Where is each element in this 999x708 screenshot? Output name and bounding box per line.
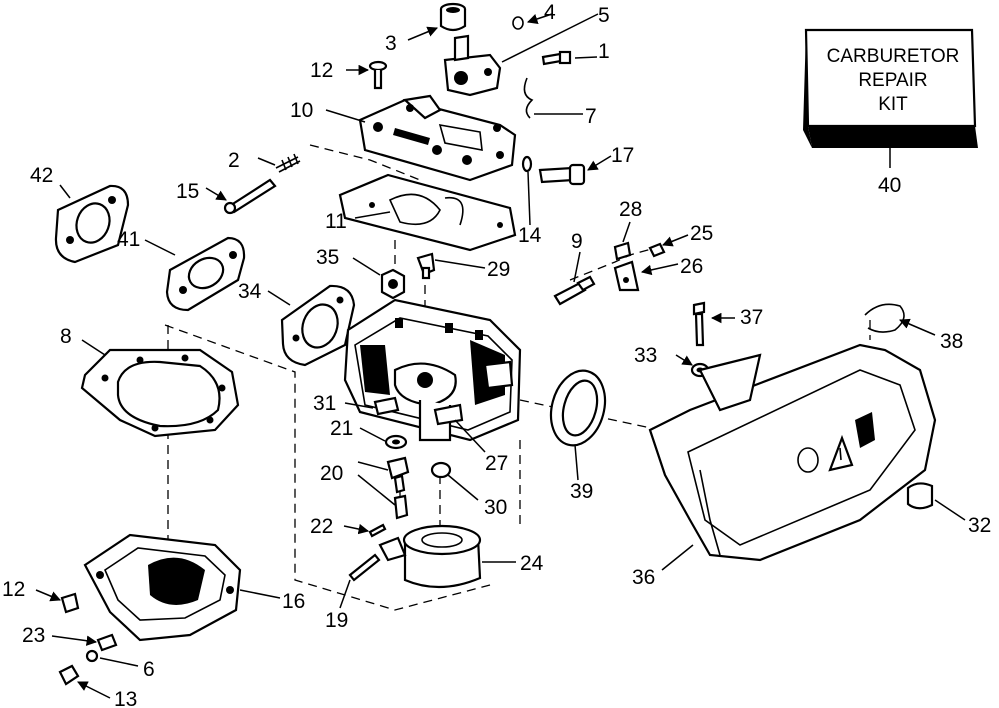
part-37-bolt [692,301,706,347]
callout-5: 5 [598,4,610,27]
part-39-seal [549,369,607,447]
callout-36: 36 [632,566,655,589]
part-15-needle [223,178,277,215]
part-42-gasket [54,184,130,264]
callout-35: 35 [316,246,339,269]
callout-22: 22 [310,515,333,538]
carburetor-body [343,298,522,442]
callout-20: 20 [320,462,343,485]
callout-27: 27 [485,452,508,475]
callout-1: 1 [598,40,610,63]
callout-4: 4 [544,1,556,24]
part-24-float [378,524,482,589]
callout-2: 2 [228,149,240,172]
part-22-pin [368,523,387,538]
callout-40: 40 [878,174,901,197]
callout-37: 37 [740,306,763,329]
repair-kit-box: CARBURETOR REPAIR KIT [803,28,978,168]
kit-title-line2: REPAIR [858,70,927,91]
part-26-bracket [613,260,640,292]
part-20-jet [386,456,410,520]
callout-8: 8 [60,325,72,348]
kit-title-line1: CARBURETOR [827,46,960,67]
part-30-o-ring [430,461,452,479]
part-2-spring [275,153,301,173]
callout-15: 15 [176,180,199,203]
part-4-o-ring [512,16,524,30]
part-23-plug [96,633,118,652]
callout-42: 42 [30,164,53,187]
callout-28: 28 [619,198,642,221]
callout-10: 10 [290,99,313,122]
callout-30: 30 [484,496,507,519]
callout-9: 9 [571,230,583,253]
callout-32: 32 [968,514,991,537]
callout-31: 31 [313,392,336,415]
callout-21: 21 [330,417,353,440]
part-35-nut [380,268,406,300]
callout-11: 11 [325,210,347,233]
part-8-gasket [80,348,240,438]
part-34-gasket [280,284,356,367]
callout-7: 7 [585,105,597,128]
callout-17: 17 [611,144,634,167]
callout-12-top: 12 [310,59,333,82]
part-17-screw [538,163,586,186]
callout-14: 14 [518,224,542,247]
part-1-screw [541,50,572,66]
part-11-gasket [338,173,517,252]
callout-34: 34 [238,280,262,303]
part-16-float-bowl [83,533,242,642]
part-25-plug [648,242,666,258]
part-7-spring-clip [523,77,534,119]
callout-41: 41 [117,228,140,251]
leader-lines [35,13,966,699]
part-5-fuel-fitting [443,34,502,97]
part-14-washer [521,155,533,173]
part-32-cap [906,482,934,510]
callout-39: 39 [570,480,593,503]
part-41-gasket [165,236,246,312]
callout-38: 38 [940,330,963,353]
callout-16: 16 [282,590,305,613]
part-3-filter-cap [439,2,467,32]
part-36-silencer [648,343,937,562]
part-13-plug [58,664,80,686]
callout-3: 3 [385,32,397,55]
callout-23: 23 [22,624,45,647]
callout-25: 25 [690,222,713,245]
kit-title-line3: KIT [878,94,908,115]
part-10-pump-cover [358,94,517,182]
callout-29: 29 [487,258,510,281]
callout-24: 24 [520,552,544,575]
callout-12-bottom: 12 [2,578,25,601]
callout-6: 6 [143,658,155,681]
part-12-bowl-screw [60,592,80,614]
part-38-clamp [864,303,905,333]
part-12-screw-top [368,60,388,90]
part-19-pin [348,553,381,582]
warning-triangle-icon [828,434,854,472]
callout-26: 26 [680,255,703,278]
part-28-plug [613,241,632,261]
part-9-nozzle [553,275,596,306]
callout-33: 33 [634,344,657,367]
fuel-pump-icon [855,412,875,448]
callout-13: 13 [114,688,137,708]
part-21-washer [384,434,408,450]
part-6-washer [85,649,99,663]
callout-19: 19 [325,609,348,632]
part-29-fitting [416,252,436,280]
